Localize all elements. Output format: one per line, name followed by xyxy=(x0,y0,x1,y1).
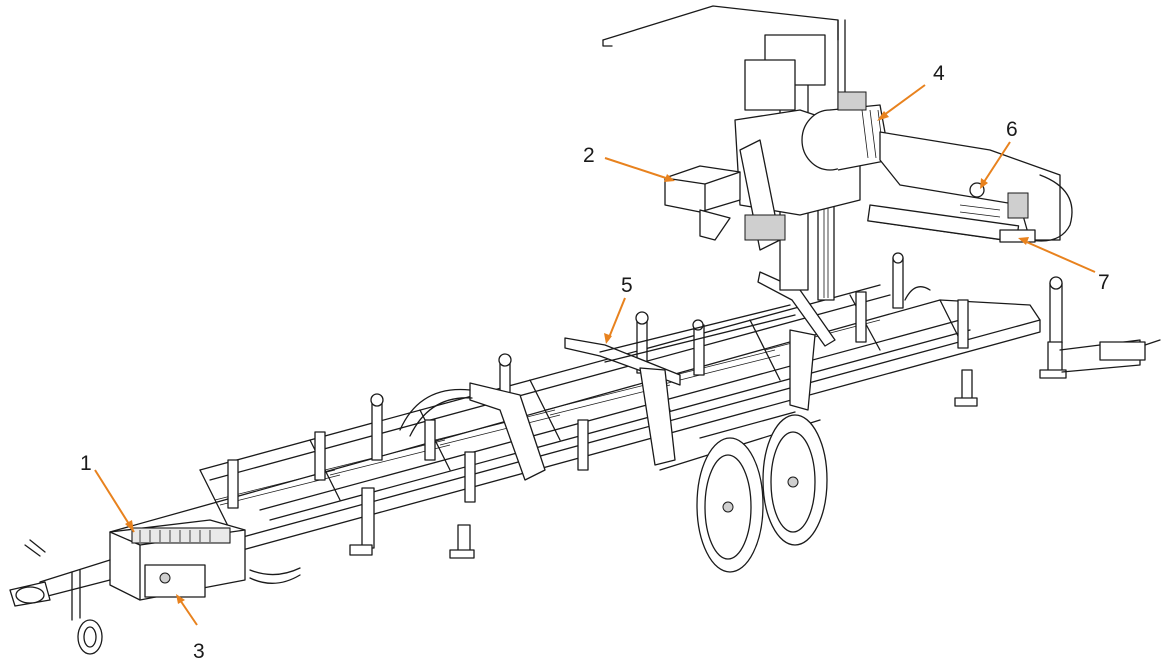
log-stops xyxy=(399,286,931,437)
leader-6 xyxy=(981,141,1011,186)
leader-4-arrow xyxy=(877,111,889,121)
callout-5-label: 5 xyxy=(621,274,633,297)
leader-2 xyxy=(604,157,673,181)
callout-1-label: 1 xyxy=(80,452,92,475)
front-hitch-assembly xyxy=(9,519,301,655)
callout-6-label: 6 xyxy=(1006,118,1018,141)
bed-posts xyxy=(227,252,1067,559)
leader-6-arrow xyxy=(980,178,988,189)
leader-5 xyxy=(607,297,626,341)
callout-leaders xyxy=(94,84,1096,626)
blade-housing xyxy=(867,131,1073,243)
leader-7 xyxy=(1021,239,1096,273)
leader-1 xyxy=(94,469,135,533)
trailer-wheels xyxy=(659,411,828,573)
rear-extension xyxy=(1059,339,1161,373)
callout-2-label: 2 xyxy=(583,144,595,167)
callout-3-label: 3 xyxy=(193,640,205,663)
leader-3-arrow xyxy=(176,594,185,604)
leader-5-arrow xyxy=(604,333,612,344)
sawhead xyxy=(734,34,891,251)
leader-2-arrow xyxy=(664,174,675,182)
callout-labels: 1 2 3 4 5 6 7 xyxy=(80,62,1110,663)
log-clamp-arms xyxy=(469,271,836,481)
leader-1-arrow xyxy=(125,520,134,532)
callout-7-label: 7 xyxy=(1098,271,1110,294)
leader-7-arrow xyxy=(1018,237,1029,245)
log-bed-frame xyxy=(109,284,1041,579)
leader-4 xyxy=(879,84,926,119)
control-box xyxy=(664,165,741,241)
callout-4-label: 4 xyxy=(933,62,945,85)
